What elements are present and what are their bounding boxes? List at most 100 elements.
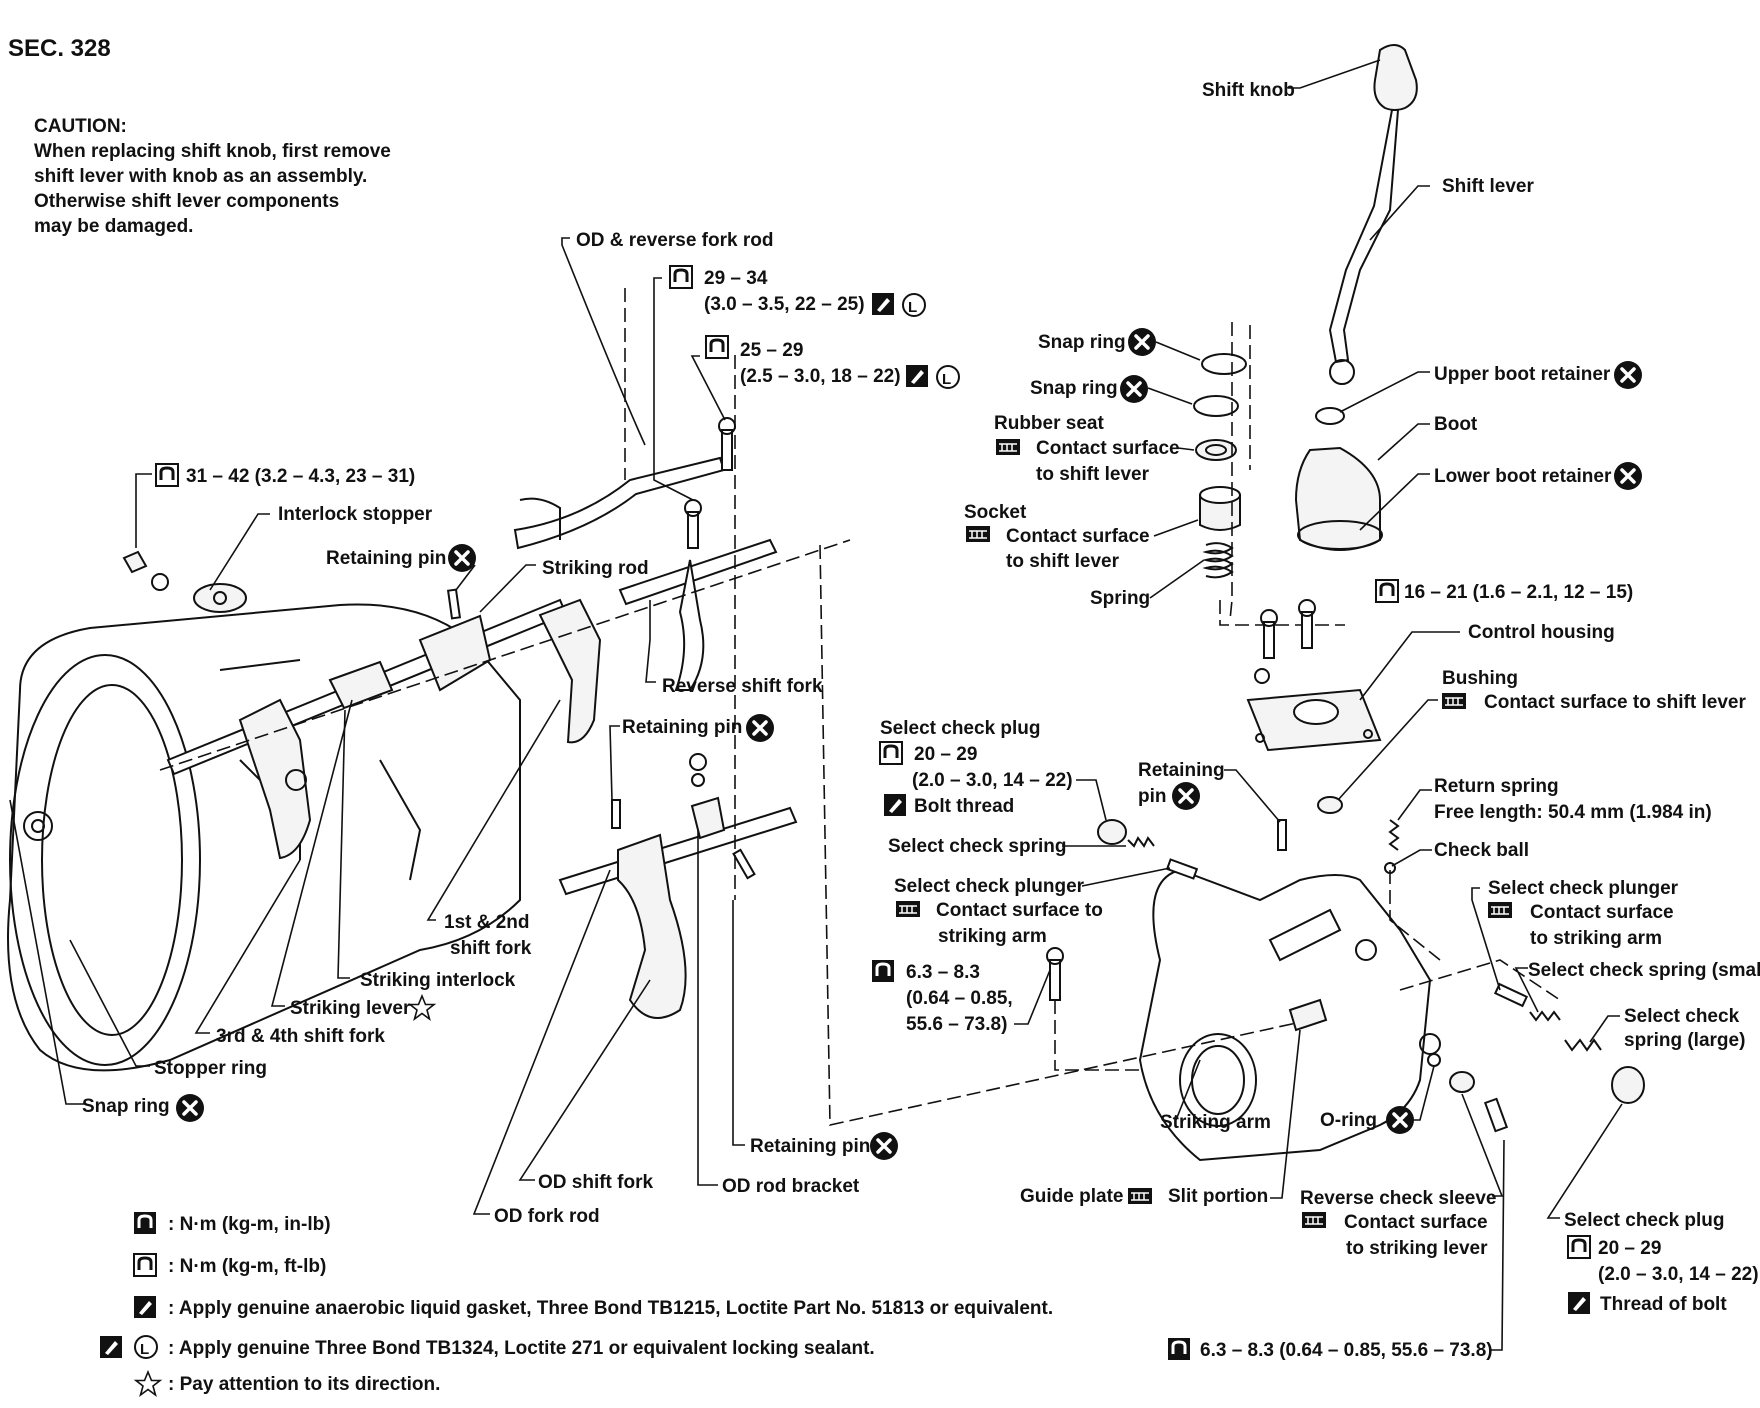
- label-slit-portion: Slit portion: [1168, 1186, 1268, 1207]
- label-retaining-pin-2: Retaining pin: [622, 717, 742, 738]
- label-od-fork-rod: OD fork rod: [494, 1206, 600, 1227]
- gasket-icon-g: [1568, 1292, 1590, 1314]
- label-torque-c: 31 – 42 (3.2 – 4.3, 23 – 31): [186, 466, 415, 487]
- od-reverse-bolt-2: [718, 417, 736, 471]
- retaining-pin-part-2: [611, 799, 621, 829]
- striking-interlock: [328, 660, 394, 710]
- label-plunger2-contact-1: Contact surface: [1530, 902, 1674, 923]
- grease-icon-2: [965, 525, 991, 543]
- od-fork-rod: [558, 806, 798, 896]
- grease-icon-1: [995, 438, 1021, 456]
- label-shift-knob: Shift knob: [1202, 80, 1295, 101]
- replace-icon-7: [1612, 359, 1644, 391]
- shift-knob: [1373, 44, 1418, 111]
- legend-icon-gasket: [134, 1296, 156, 1318]
- label-plunger2-contact-2: to striking arm: [1530, 928, 1662, 949]
- replace-icon-1: [446, 542, 478, 574]
- replace-icon-6: [1118, 373, 1150, 405]
- label-return-spring: Return spring: [1434, 776, 1559, 797]
- label-sleeve-contact-1: Contact surface: [1344, 1212, 1488, 1233]
- replace-icon-5: [1126, 326, 1158, 358]
- interlock-stopper: [193, 583, 247, 613]
- section-number: SEC. 328: [8, 35, 111, 62]
- label-retaining-pin-3: Retaining pin: [750, 1136, 870, 1157]
- label-rubber-seat: Rubber seat: [994, 413, 1104, 434]
- select-check-plunger-2-part: [1493, 982, 1529, 1008]
- label-shift-lever: Shift lever: [1442, 176, 1534, 197]
- control-housing-bolts: [1254, 599, 1316, 684]
- legend-item-5: : Pay attention to its direction.: [168, 1374, 440, 1395]
- label-torque-f1: 6.3 – 8.3: [906, 962, 980, 983]
- label-select-check-plunger-1: Select check plunger: [894, 876, 1085, 897]
- label-select-check-spring-small: Select check spring (small): [1528, 960, 1760, 981]
- retaining-pin-part-3: [732, 848, 756, 880]
- label-torque-a1: 29 – 34: [704, 268, 768, 289]
- control-housing: [1246, 688, 1382, 752]
- legend-icon-star: [135, 1371, 161, 1396]
- replace-icon-9: [1170, 780, 1202, 812]
- grease-icon-3: [1441, 692, 1467, 710]
- reverse-rod: [618, 538, 778, 691]
- first-second-shift-fork: [538, 598, 602, 744]
- label-select-check-spring-large-1: Select check: [1624, 1006, 1740, 1027]
- select-check-plunger-1-part: [1165, 858, 1199, 880]
- label-striking-arm: Striking arm: [1160, 1112, 1271, 1133]
- label-plunger-contact-2: striking arm: [938, 926, 1047, 947]
- select-check-bolt: [1046, 947, 1064, 1001]
- label-torque-e2: (2.0 – 3.0, 14 – 22): [912, 770, 1073, 791]
- replace-icon-3: [174, 1092, 206, 1124]
- grease-icon-6: [1127, 1187, 1153, 1205]
- bushing-part: [1317, 796, 1343, 814]
- legend-icon-torque-ftlb: [132, 1252, 158, 1278]
- label-to-shift-lever: to shift lever: [1036, 464, 1150, 485]
- select-check-plug-2-part: [1611, 1066, 1645, 1104]
- label-contact-surface: Contact surface: [1036, 438, 1180, 459]
- label-torque-b1: 25 – 29: [740, 340, 803, 361]
- label-select-check-plunger-2: Select check plunger: [1488, 878, 1679, 899]
- label-first-second-fork-2: shift fork: [450, 938, 532, 959]
- reverse-check-sleeve-part: [1449, 1071, 1509, 1133]
- select-check-spring-part: [1127, 836, 1155, 848]
- transmission-case: [7, 603, 521, 1072]
- torque-icon-b: [704, 334, 730, 360]
- label-torque-a2: (3.0 – 3.5, 22 – 25): [704, 294, 865, 315]
- extension-housing: [1138, 868, 1441, 1162]
- label-select-check-spring-large-2: spring (large): [1624, 1030, 1745, 1051]
- label-check-ball: Check ball: [1434, 840, 1529, 861]
- select-check-spring-small-part: [1529, 1010, 1561, 1022]
- caution-line-1: When replacing shift knob, first remove: [34, 141, 391, 162]
- striking-lever: [418, 614, 492, 692]
- label-bushing-contact: Contact surface to shift lever: [1484, 692, 1746, 713]
- torque-icon-f: [870, 958, 896, 984]
- label-striking-rod: Striking rod: [542, 558, 649, 579]
- label-snap-ring-2: Snap ring: [1030, 378, 1118, 399]
- replace-icon-8: [1612, 460, 1644, 492]
- label-torque-g1: 20 – 29: [1598, 1238, 1661, 1259]
- legend-item-4: : Apply genuine Three Bond TB1324, Locti…: [168, 1338, 875, 1359]
- label-guide-plate: Guide plate: [1020, 1186, 1123, 1207]
- legend-item-3: : Apply genuine anaerobic liquid gasket,…: [168, 1298, 1053, 1319]
- snap-ring-part-1: [1201, 353, 1247, 375]
- legend-item-2: : N·m (kg-m, ft-lb): [168, 1256, 326, 1277]
- grease-icon-5: [1487, 901, 1513, 919]
- socket: [1199, 486, 1241, 531]
- caution-line-4: may be damaged.: [34, 216, 193, 237]
- legend-locking-letter: L: [140, 1341, 149, 1358]
- label-stopper-ring: Stopper ring: [154, 1058, 267, 1079]
- torque-icon-g: [1566, 1234, 1592, 1260]
- label-select-check-plug-1: Select check plug: [880, 718, 1041, 739]
- snap-ring-part-2: [1193, 395, 1239, 417]
- label-plunger-contact-1: Contact surface to: [936, 900, 1103, 921]
- label-socket: Socket: [964, 502, 1027, 523]
- label-striking-lever: Striking lever: [290, 998, 411, 1019]
- label-od-rod-bracket: OD rod bracket: [722, 1176, 860, 1197]
- torque-icon-a: [668, 264, 694, 290]
- stopper-bolt: [122, 550, 169, 591]
- replace-icon-10: [1384, 1104, 1416, 1136]
- label-control-housing: Control housing: [1468, 622, 1615, 643]
- leader-lines: [9, 59, 1623, 1351]
- label-torque-f3: 55.6 – 73.8): [906, 1014, 1007, 1035]
- label-contact-surface-2: Contact surface: [1006, 526, 1150, 547]
- label-spring: Spring: [1090, 588, 1150, 609]
